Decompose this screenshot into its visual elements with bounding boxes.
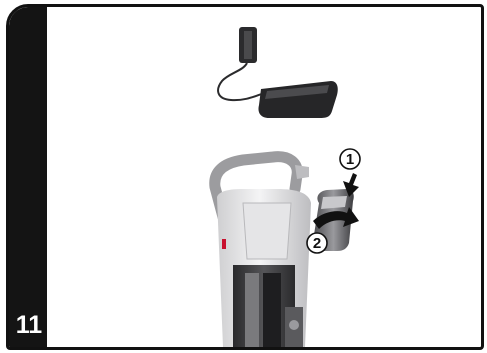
step-tab: 11 <box>9 7 47 347</box>
callout-1: 1 <box>340 149 360 169</box>
step-number: 11 <box>11 311 47 339</box>
callout-1-label: 1 <box>346 151 354 168</box>
charger-base-icon <box>258 81 337 118</box>
callout-2: 2 <box>307 233 327 253</box>
vacuum-icon <box>215 157 311 347</box>
charger-plug-icon <box>218 27 265 100</box>
callout-2-label: 2 <box>313 235 321 252</box>
illustration: 1 2 <box>47 7 481 347</box>
illustration-panel: 11 <box>6 4 484 350</box>
